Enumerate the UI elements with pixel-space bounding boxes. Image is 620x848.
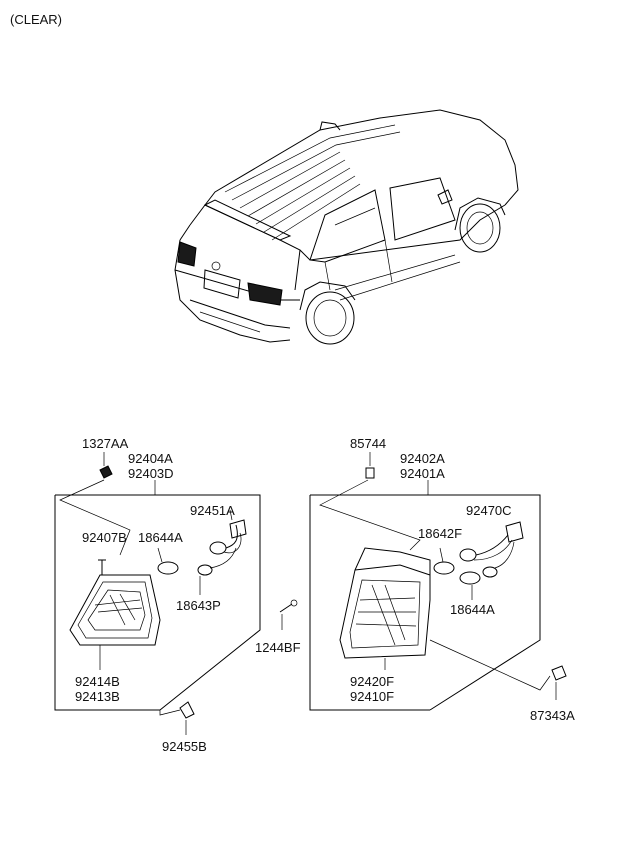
label-18644A-left: 18644A: [138, 530, 183, 545]
lamp-92414B: [69, 574, 161, 646]
bulb-18644A-left: [157, 561, 179, 575]
label-18644A-right: 18644A: [450, 602, 495, 617]
label-87343A: 87343A: [530, 708, 575, 723]
label-92455B: 92455B: [162, 739, 207, 754]
label-92407B: 92407B: [82, 530, 127, 545]
right-assembly: [279, 452, 567, 711]
label-92451A: 92451A: [190, 503, 235, 518]
diagram-title: (CLEAR): [10, 12, 62, 27]
bulb-18644A-right: [459, 571, 481, 585]
label-1244BF: 1244BF: [255, 640, 301, 655]
vehicle-illustration: [174, 109, 519, 345]
harness-92451A: [197, 509, 247, 576]
lamp-92420F: [339, 547, 431, 659]
bolt-85744: [365, 467, 375, 479]
label-92404A: 92404A: [128, 451, 173, 466]
nut-1327AA: [99, 465, 113, 479]
label-92413B: 92413B: [75, 689, 120, 704]
label-85744: 85744: [350, 436, 386, 451]
bulb-18642F: [433, 561, 455, 575]
label-1327AA: 1327AA: [82, 436, 129, 451]
left-assembly: [54, 452, 261, 735]
label-92401A: 92401A: [400, 466, 445, 481]
screw-1244BF: [279, 603, 293, 613]
label-92402A: 92402A: [400, 451, 445, 466]
label-92414B: 92414B: [75, 674, 120, 689]
label-18642F: 18642F: [418, 526, 462, 541]
part-labels: 1327AA 92404A 92403D 92451A 92407B 18644…: [75, 436, 575, 754]
clip-92455B: [179, 701, 195, 719]
label-92470C: 92470C: [466, 503, 512, 518]
label-18643P: 18643P: [176, 598, 221, 613]
harness-92470C: [459, 521, 524, 578]
label-92410F: 92410F: [350, 689, 394, 704]
bolt-87343A: [551, 665, 567, 681]
label-92403D: 92403D: [128, 466, 174, 481]
label-92420F: 92420F: [350, 674, 394, 689]
